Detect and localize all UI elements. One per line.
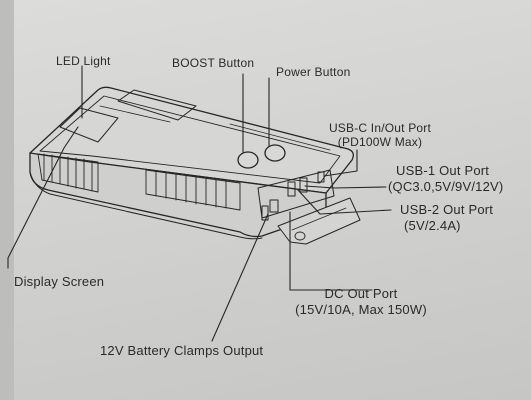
grip-ridges-left	[37, 153, 99, 193]
usb-1-port	[299, 177, 308, 193]
usb-1-label-line1: USB-1 Out Port	[396, 163, 490, 178]
usb-1-label: USB-1 Out Port (QC3.0,5V/9V/12V)	[388, 163, 503, 195]
page-edge-shadow	[0, 0, 14, 400]
battery-clamps-label: 12V Battery Clamps Output	[100, 343, 264, 358]
callout-lines	[7, 65, 392, 342]
port-panel	[257, 169, 335, 221]
grip-ridges-right	[145, 169, 241, 211]
usb-2-port	[287, 181, 296, 197]
dc-out-label-line1: DC Out Port	[324, 286, 398, 301]
usb-2-label: USB-2 Out Port (5V/2.4A)	[400, 202, 493, 234]
usb-c-label-line2: (PD100W Max)	[337, 135, 423, 149]
dc-out-label-line2: (15V/10A, Max 150W)	[295, 302, 427, 317]
led-light	[117, 89, 197, 121]
usb-c-label-line1: USB-C In/Out Port	[328, 121, 432, 135]
boost-button	[237, 151, 259, 169]
display-screen-label: Display Screen	[14, 274, 105, 289]
led-light-label: LED Light	[56, 54, 111, 68]
power-bank-body	[29, 86, 354, 240]
usb-2-label-line1: USB-2 Out Port	[400, 202, 494, 217]
dc-out-port	[269, 199, 279, 213]
usb-c-label: USB-C In/Out Port (PD100W Max)	[320, 121, 440, 149]
usb-c-port	[317, 171, 325, 183]
power-button-label: Power Button	[276, 65, 351, 79]
power-button	[264, 144, 286, 162]
boost-button-label: BOOST Button	[172, 56, 255, 70]
usb-2-label-line2: (5V/2.4A)	[404, 218, 461, 233]
dc-out-label: DC Out Port (15V/10A, Max 150W)	[286, 286, 436, 318]
usb-1-label-line2: (QC3.0,5V/9V/12V)	[388, 179, 504, 194]
display-screen	[59, 107, 119, 143]
